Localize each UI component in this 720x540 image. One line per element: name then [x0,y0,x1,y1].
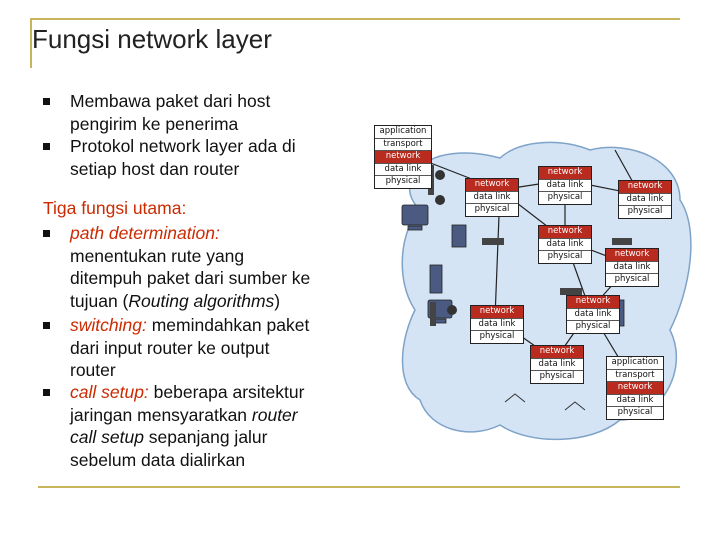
bullet-2-line-2: setiap host dan router [70,158,240,179]
bullet-2: Protokol network layer ada di setiap hos… [70,135,296,180]
function-switching: switching: memindahkan paket dari input … [70,314,309,382]
layer-data-link: data link [567,309,619,321]
layer-network: network [567,296,619,309]
layer-network: network [471,306,523,319]
frame-bottom-line [38,486,680,488]
function-3-line-3: sepanjang jalur [143,427,268,447]
layer-data-link: data link [539,239,591,251]
function-2-line-1: memindahkan paket [146,315,310,335]
layer-data-link: data link [375,164,431,176]
layer-physical: physical [617,407,653,417]
function-1-line-3: ditempuh paket dari sumber ke [70,268,311,288]
frame-left-line [30,18,32,68]
layer-network: network [606,249,658,262]
layer-network: network [531,346,583,359]
slide-title: Fungsi network layer [32,24,272,54]
layer-network: network [607,382,663,395]
layer-physical: physical [385,176,421,186]
function-2-line-3: router [70,360,116,380]
router-stack-3: network data link physical [618,180,672,219]
layer-application: application [375,126,431,139]
layer-application: application [607,357,663,370]
layer-network: network [619,181,671,194]
frame-top-line [30,18,680,20]
layer-data-link: data link [471,319,523,331]
router-stack-4: network data link physical [538,225,592,264]
host-stack-top: application transport network data link … [374,125,432,189]
bullet-1-line-2: pengirim ke penerima [70,113,239,134]
layer-network: network [375,151,431,164]
layer-physical: physical [627,206,663,216]
function-call-setup: call setup: beberapa arsitektur jaringan… [70,381,304,471]
bullet-1-line-1: Membawa paket dari host [70,91,271,111]
bullet-icon [43,230,50,237]
function-1-line-4-pre: tujuan ( [70,290,129,311]
subheading: Tiga fungsi utama: [43,198,187,218]
function-path-determination: path determination: menentukan rute yang… [70,222,310,312]
layer-physical: physical [575,321,611,331]
function-3-line-1: beberapa arsitektur [148,382,305,402]
term-switching: switching: [70,315,147,335]
layer-data-link: data link [607,395,663,407]
function-1-line-2: menentukan rute yang [70,245,245,266]
function-3-line-4: sebelum data dialirkan [70,449,246,470]
layer-data-link: data link [531,359,583,371]
layer-data-link: data link [619,194,671,206]
layer-physical: physical [547,251,583,261]
router-italic: router [251,404,298,425]
term-call-setup: call setup: [70,382,149,402]
layer-transport: transport [607,370,663,382]
bullet-icon [43,322,50,329]
bullet-icon [43,143,50,150]
router-stack-6: network data link physical [470,305,524,344]
term-path-determination: path determination: [70,223,220,243]
bullet-2-line-1: Protokol network layer ada di [70,136,296,156]
router-stack-2: network data link physical [538,166,592,205]
bullet-icon [43,98,50,105]
layer-data-link: data link [606,262,658,274]
router-stack-7: network data link physical [566,295,620,334]
antenna-icons [504,393,586,411]
layer-network: network [539,226,591,239]
layer-physical: physical [479,331,515,341]
router-stack-8: network data link physical [530,345,584,384]
router-stack-1: network data link physical [465,178,519,217]
call-setup-italic: call setup [70,427,144,447]
function-3-line-2: jaringan mensyaratkan [70,404,252,425]
routing-algorithms-text: Routing algorithms [128,290,275,311]
layer-data-link: data link [539,180,591,192]
host-stack-bottom: application transport network data link … [606,356,664,420]
layer-network: network [466,179,518,192]
phone-icons [435,170,457,315]
layer-physical: physical [547,192,583,202]
bullet-1: Membawa paket dari host pengirim ke pene… [70,90,270,135]
function-2-line-2: dari input router ke output [70,337,270,358]
router-stack-5: network data link physical [605,248,659,287]
layer-physical: physical [614,274,650,284]
layer-transport: transport [375,139,431,151]
layer-data-link: data link [466,192,518,204]
bullet-icon [43,389,50,396]
layer-network: network [539,167,591,180]
layer-physical: physical [539,371,575,381]
function-1-line-4-post: ) [274,290,281,311]
layer-physical: physical [474,204,510,214]
